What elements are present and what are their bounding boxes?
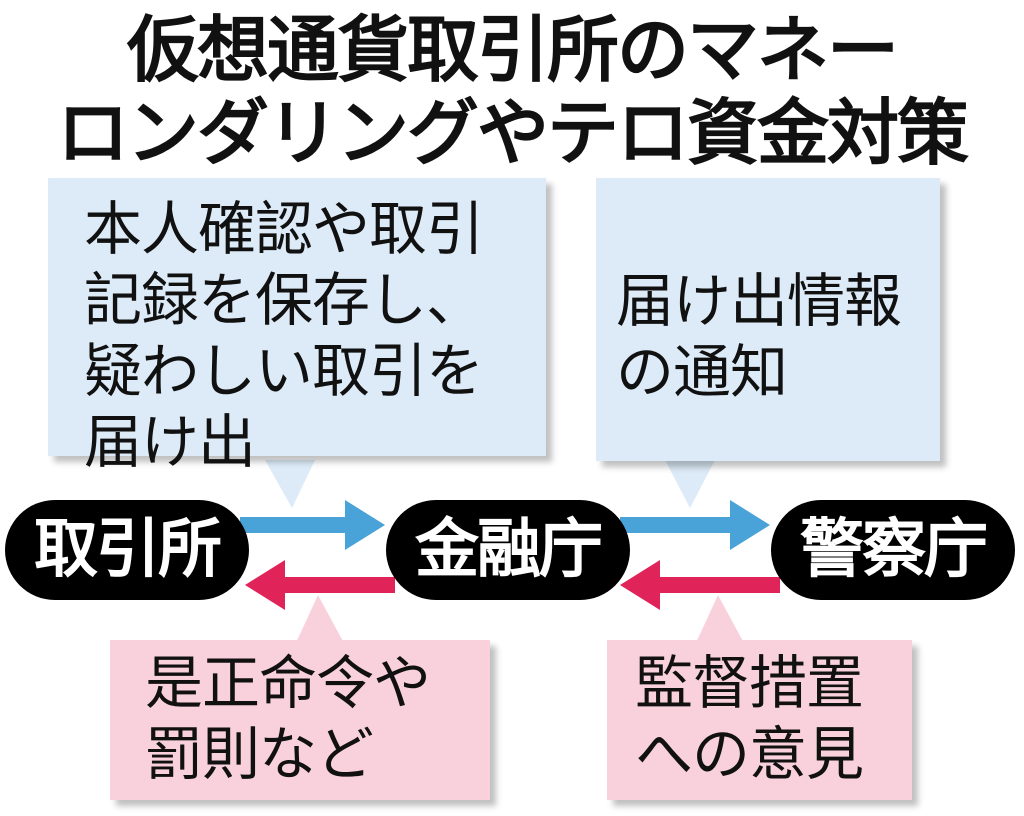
callout-pointer-fsa-to-police — [665, 460, 715, 508]
node-exchange: 取引所 — [5, 500, 249, 600]
node-fsa: 金融庁 — [386, 500, 630, 600]
callout-pointer-exchange-to-fsa — [265, 460, 315, 508]
title-line-1: 仮想通貨取引所のマネー — [126, 8, 899, 92]
title-line-2: ロンダリングやテロ資金対策 — [56, 91, 969, 175]
arrow-exchange-to-fsa — [240, 500, 385, 550]
arrow-police-to-fsa — [620, 560, 780, 610]
callout-pointer-fsa-to-exchange — [295, 595, 345, 645]
callout-police-to-fsa: 監督措置 への意見 — [607, 640, 912, 800]
callout-pointer-police-to-fsa — [695, 595, 745, 645]
arrow-fsa-to-police — [620, 500, 770, 550]
callout-exchange-to-fsa: 本人確認や取引 記録を保存し、 疑わしい取引を 届け出 — [48, 178, 546, 476]
callout-fsa-to-police: 届け出情報 の通知 — [596, 178, 940, 461]
node-police: 警察庁 — [771, 500, 1015, 600]
arrow-fsa-to-exchange — [245, 560, 395, 610]
callout-fsa-to-exchange: 是正命令や 罰則など — [110, 640, 490, 800]
